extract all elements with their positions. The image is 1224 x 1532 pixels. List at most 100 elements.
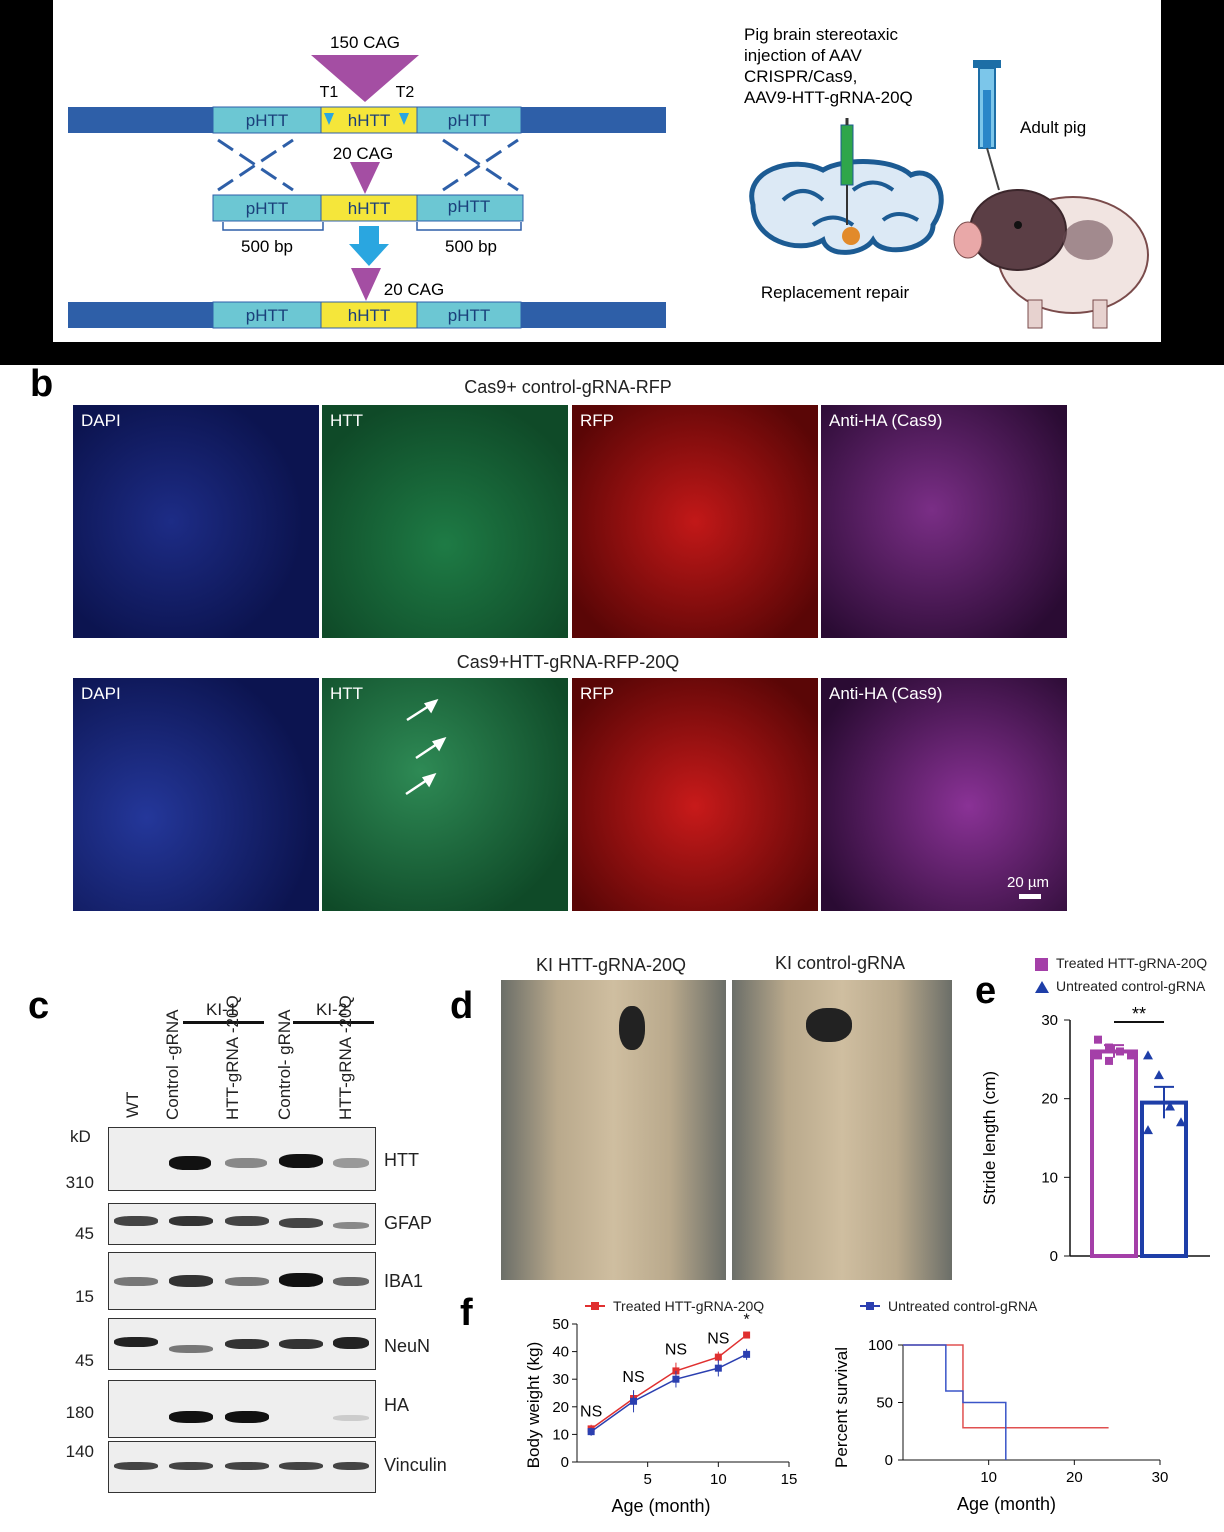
panel-c-letter: c (28, 985, 50, 1027)
bar (1090, 1049, 1138, 1259)
micrograph-rfp-control: RFP (572, 405, 818, 638)
hhtt-label: hHTT (348, 111, 391, 130)
y-tick-label: 30 (552, 1371, 569, 1388)
x-tick-label: 10 (710, 1471, 727, 1488)
panel-f-letter: f (460, 1292, 473, 1334)
bp-right: 500 bp (445, 237, 497, 256)
micrograph-dapi-control: DAPI (73, 405, 319, 638)
y-tick-label: 20 (552, 1399, 569, 1416)
blot-ha (108, 1380, 376, 1438)
kd-marker: 180 (65, 1403, 94, 1422)
kd-marker: 45 (75, 1224, 94, 1243)
scale-bar-label: 20 µm (1007, 874, 1049, 891)
phtt-label: pHTT (448, 111, 491, 130)
svg-text:pHTT: pHTT (246, 199, 289, 218)
significance-label: NS (665, 1342, 687, 1359)
injection-line-1: Pig brain stereotaxic (744, 25, 899, 44)
legend-triangle-icon (1035, 981, 1049, 993)
channel-label: HTT (330, 684, 364, 703)
x-tick-label: 30 (1152, 1469, 1169, 1486)
data-point (1094, 1051, 1102, 1060)
panel-e-letter: e (975, 970, 997, 1012)
group-ki1: KI-1 (206, 1000, 238, 1019)
photo-right-title: KI control-gRNA (775, 953, 906, 973)
cag-150-label: 150 CAG (330, 33, 400, 52)
lane-label: Control- gRNA (275, 1009, 294, 1120)
significance-label: ** (1132, 1005, 1146, 1024)
group-ki2: KI-2 (316, 1000, 348, 1019)
group-ki1-bar (183, 1021, 264, 1024)
y-tick-label: 50 (876, 1395, 893, 1412)
micrograph-htt-treated: HTT (322, 678, 568, 911)
arrows (405, 698, 447, 796)
svg-text:hHTT: hHTT (348, 199, 391, 218)
significance-label: NS (580, 1404, 602, 1421)
channel-label: HTT (330, 411, 364, 430)
data-point (1105, 1043, 1113, 1052)
micrograph-antiha-treated: Anti-HA (Cas9) 20 µm (821, 678, 1067, 911)
data-point (714, 1364, 722, 1372)
data-point (743, 1350, 751, 1358)
x-tick-label: 10 (980, 1469, 997, 1486)
data-point (1154, 1070, 1164, 1080)
channel-label: Anti-HA (Cas9) (829, 411, 943, 430)
t2-label: T2 (396, 84, 415, 101)
significance-label: * (743, 1311, 749, 1328)
channel-label: DAPI (81, 684, 121, 703)
legend-line-marker (585, 1302, 605, 1310)
micrograph-rfp-treated: RFP (572, 678, 818, 911)
significance-label: NS (707, 1331, 729, 1348)
kd-marker: 310 (65, 1173, 94, 1192)
x-axis-label: Age (month) (611, 1496, 710, 1516)
data-point (1143, 1125, 1153, 1135)
blot-iba1 (108, 1252, 376, 1310)
lane-label: HTT-gRNA -20Q (223, 995, 242, 1120)
y-tick-label: 0 (885, 1452, 893, 1469)
y-tick-label: 0 (561, 1454, 569, 1471)
pig-silhouette (806, 1008, 852, 1042)
injection-line-3: CRISPR/Cas9, (744, 67, 857, 86)
scale-bar (1019, 894, 1041, 899)
lane-label: WT (123, 1091, 142, 1118)
blot-htt (108, 1127, 376, 1191)
data-point (1176, 1117, 1186, 1127)
y-tick-label: 100 (868, 1337, 893, 1354)
protein-label: HA (384, 1395, 410, 1415)
data-point (1165, 1101, 1175, 1111)
legend-square-icon (1035, 958, 1048, 971)
channel-label: RFP (580, 411, 614, 430)
legend-untreated: Untreated control-gRNA (888, 1298, 1038, 1314)
row1-title: Cas9+ control-gRNA-RFP (464, 377, 672, 397)
lane-label: HTT-gRNA -20Q (336, 995, 355, 1120)
y-tick-label: 30 (1041, 1012, 1058, 1029)
x-tick-label: 15 (781, 1471, 798, 1488)
channel-label: DAPI (81, 411, 121, 430)
svg-text:pHTT: pHTT (448, 197, 491, 216)
svg-text:pHTT: pHTT (246, 306, 289, 325)
syringe-icon (973, 60, 1001, 191)
panel-b-letter: b (30, 363, 54, 405)
x-tick-label: 20 (1066, 1469, 1083, 1486)
blot-gfap (108, 1203, 376, 1245)
blot-neun (108, 1318, 376, 1370)
protein-label: HTT (384, 1150, 419, 1170)
x-tick-label: 5 (643, 1471, 651, 1488)
y-axis-label: Stride length (cm) (980, 1071, 999, 1205)
down-arrow-icon (349, 226, 389, 266)
y-tick-label: 10 (1041, 1169, 1058, 1186)
survival-curve (903, 1344, 1007, 1460)
cag-150-triangle (311, 55, 419, 102)
legend-untreated: Untreated control-gRNA (1056, 978, 1206, 994)
significance-label: NS (622, 1369, 644, 1386)
data-point (714, 1353, 722, 1361)
lane-label: Control -gRNA (163, 1009, 182, 1120)
protein-label: Vinculin (384, 1455, 447, 1475)
data-point (1116, 1047, 1124, 1056)
pig-silhouette (619, 1006, 645, 1050)
photo-pig-control (732, 980, 952, 1280)
kd-marker: 15 (75, 1287, 94, 1306)
panel-d-letter: d (450, 985, 474, 1027)
series-line (590, 1353, 747, 1433)
